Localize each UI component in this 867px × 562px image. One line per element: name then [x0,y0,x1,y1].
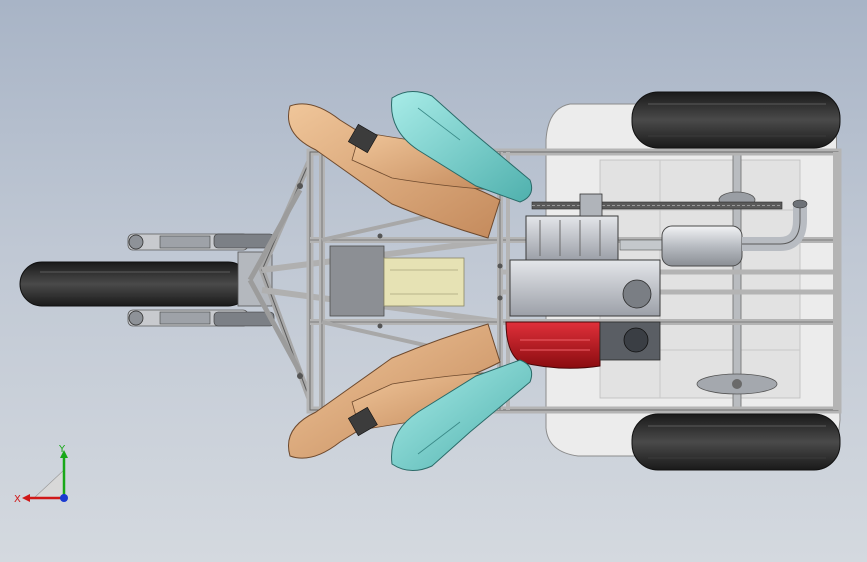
axis-x-label: X [14,494,21,505]
rear-wheel-bottom[interactable] [631,413,841,471]
axis-y-label: Y [58,444,66,455]
rider-shoe-top [391,91,533,203]
triad-plane [33,469,65,499]
front-fork-assembly[interactable] [127,233,275,327]
engine-block[interactable] [509,193,661,317]
exhaust-muffler[interactable] [619,199,808,267]
frame-fasteners [297,183,503,379]
axis-triad: Y X [14,444,68,505]
axis-z-dot [60,494,68,502]
drive-chain[interactable] [531,201,783,210]
seat-base[interactable] [329,245,465,317]
rider-shoe-bottom [391,359,533,471]
rear-axle[interactable] [696,149,778,413]
axis-x-arrow [22,494,30,502]
front-wheel[interactable] [19,261,251,307]
axis-y-arrow [60,450,68,458]
engine-fuel-tank[interactable] [505,321,661,369]
rear-wheel-top[interactable] [631,91,841,149]
